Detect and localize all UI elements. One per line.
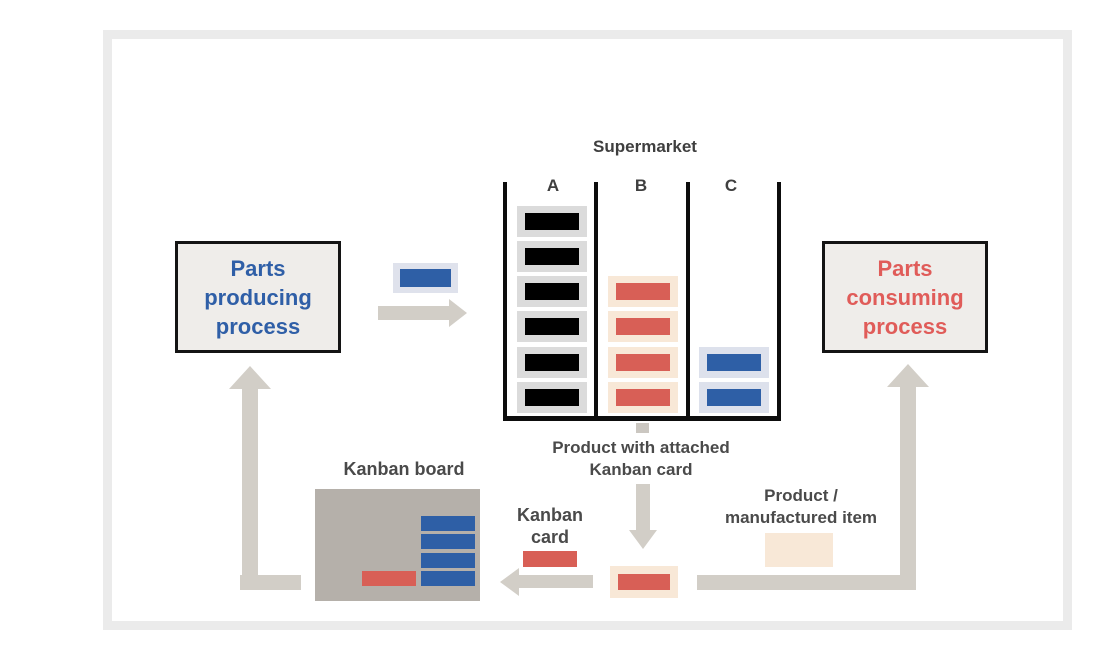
- arrow-supermarket-to-product-shaft: [636, 484, 650, 530]
- supermarket-item-bar: [616, 354, 670, 371]
- supermarket-item-b: [608, 347, 678, 378]
- parts-consuming-process-box: Parts consuming process: [822, 241, 988, 353]
- kanban-board-red-bar: [362, 571, 416, 586]
- supermarket-wall-right: [777, 182, 781, 420]
- return-path-left-vertical: [242, 388, 258, 590]
- arrow-supermarket-to-product-head-icon: [629, 530, 657, 549]
- incoming-product-bar: [400, 269, 451, 287]
- supermarket-item-a: [517, 241, 587, 272]
- supermarket-wall-ab: [594, 182, 598, 420]
- product-item-label: Product / manufactured item: [701, 485, 901, 529]
- supermarket-item-a: [517, 311, 587, 342]
- kanban-card-label: Kanban card: [450, 504, 650, 548]
- supply-path-right-horizontal: [697, 575, 916, 590]
- supermarket-wall-left: [503, 182, 507, 420]
- parts-producing-line-2: producing: [204, 284, 312, 310]
- supply-path-right-vertical: [900, 386, 916, 590]
- kanban-board-label: Kanban board: [304, 458, 504, 480]
- outgoing-product-chip: [610, 566, 678, 598]
- arrow-producing-to-supermarket-head-icon: [449, 299, 467, 327]
- product-with-card-line-1: Product with attached: [552, 438, 730, 457]
- product-item-swatch: [765, 533, 833, 567]
- kanban-board-blue-bar: [421, 516, 475, 531]
- supermarket-connector-mark: [636, 423, 649, 433]
- supermarket-item-bar: [525, 248, 579, 265]
- supermarket-title: Supermarket: [593, 137, 697, 156]
- supply-path-right-head-icon: [887, 364, 929, 387]
- supermarket-item-bar: [707, 354, 761, 371]
- kanban-card-line-1: Kanban: [516, 505, 583, 525]
- parts-producing-line-1: Parts: [230, 255, 286, 281]
- supermarket-item-c: [699, 347, 769, 378]
- supermarket-item-b: [608, 382, 678, 413]
- arrow-product-to-board-head-icon: [500, 568, 519, 596]
- supermarket-item-bar: [525, 354, 579, 371]
- parts-producing-process-box: Parts producing process: [175, 241, 341, 353]
- supermarket-item-bar: [616, 283, 670, 300]
- supermarket-item-b: [608, 311, 678, 342]
- parts-consuming-line-2: consuming: [846, 284, 964, 310]
- kanban-board-label-text: Kanban board: [343, 459, 465, 479]
- supermarket-item-bar: [525, 213, 579, 230]
- supermarket-item-bar: [707, 389, 761, 406]
- parts-consuming-line-1: Parts: [877, 255, 933, 281]
- supermarket-item-bar: [616, 318, 670, 335]
- supermarket-item-a: [517, 347, 587, 378]
- parts-producing-line-3: process: [215, 313, 301, 339]
- supermarket-item-a: [517, 276, 587, 307]
- parts-consuming-line-3: process: [862, 313, 948, 339]
- supermarket-item-a: [517, 382, 587, 413]
- arrow-product-to-board-shaft: [519, 575, 593, 588]
- supermarket-item-bar: [525, 283, 579, 300]
- supermarket-item-bar: [525, 318, 579, 335]
- supermarket-item-bar: [616, 389, 670, 406]
- incoming-product-chip: [393, 263, 458, 293]
- supermarket-wall-bc: [686, 182, 690, 420]
- supermarket-item-a: [517, 206, 587, 237]
- supermarket-column-label-b: B: [634, 176, 648, 195]
- product-with-card-label: Product with attached Kanban card: [541, 437, 741, 481]
- supermarket-item-b: [608, 276, 678, 307]
- supermarket-column-label-c: C: [724, 176, 738, 195]
- kanban-card-swatch: [523, 551, 577, 567]
- return-path-left-head-icon: [229, 366, 271, 389]
- outgoing-product-bar: [618, 574, 670, 590]
- supermarket-item-bar: [525, 389, 579, 406]
- product-item-line-2: manufactured item: [724, 508, 878, 527]
- product-item-line-1: Product /: [764, 486, 838, 505]
- kanban-board-blue-bar: [421, 571, 475, 586]
- supermarket-column-label-a: A: [546, 176, 560, 195]
- supermarket-item-c: [699, 382, 769, 413]
- arrow-producing-to-supermarket-shaft: [378, 306, 449, 320]
- kanban-board-blue-bar: [421, 534, 475, 549]
- supermarket-floor: [503, 416, 781, 421]
- kanban-board-blue-bar: [421, 553, 475, 568]
- product-with-card-line-2: Kanban card: [589, 460, 693, 479]
- kanban-card-line-2: card: [530, 527, 570, 547]
